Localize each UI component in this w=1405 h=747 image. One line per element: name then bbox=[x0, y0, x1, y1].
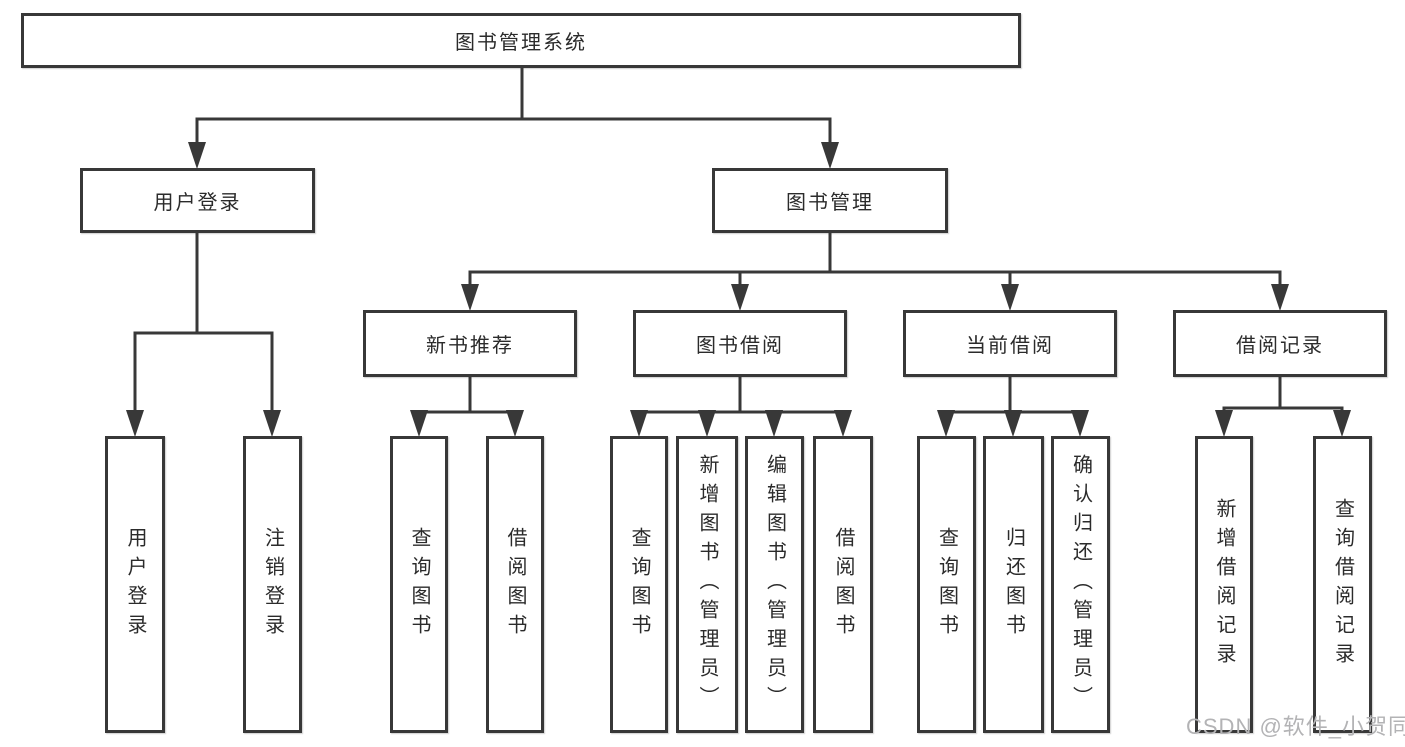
node-borrow-records: 借阅记录 bbox=[1173, 310, 1387, 377]
leaf-borrow-book-2-label: 借阅图书 bbox=[832, 526, 854, 643]
leaf-borrow-book-1-label: 借阅图书 bbox=[504, 526, 526, 643]
node-book-mgmt: 图书管理 bbox=[712, 168, 948, 233]
leaf-edit-book-label: 编辑图书（管理员） bbox=[763, 454, 786, 715]
leaf-borrow-book-1: 借阅图书 bbox=[486, 436, 544, 733]
node-new-book-rec-label: 新书推荐 bbox=[426, 335, 514, 357]
leaf-query-record-label: 查询借阅记录 bbox=[1331, 497, 1354, 672]
leaf-user-login-label: 用户登录 bbox=[124, 526, 146, 643]
watermark: CSDN @软件_小贺同学 bbox=[1186, 714, 1405, 739]
node-current-borrow-label: 当前借阅 bbox=[966, 335, 1054, 357]
node-new-book-rec: 新书推荐 bbox=[363, 310, 577, 377]
leaf-query-record: 查询借阅记录 bbox=[1313, 436, 1372, 733]
node-borrow-records-label: 借阅记录 bbox=[1236, 335, 1324, 357]
leaf-return-book-label: 归还图书 bbox=[1002, 526, 1025, 643]
leaf-add-record-label: 新增借阅记录 bbox=[1213, 497, 1235, 672]
node-root-label: 图书管理系统 bbox=[455, 32, 587, 54]
leaf-add-book: 新增图书（管理员） bbox=[676, 436, 738, 733]
leaf-return-book: 归还图书 bbox=[983, 436, 1044, 733]
leaf-query-book-1: 查询图书 bbox=[390, 436, 448, 733]
leaf-query-book-3: 查询图书 bbox=[917, 436, 976, 733]
node-book-mgmt-label: 图书管理 bbox=[786, 192, 874, 214]
leaf-add-book-label: 新增图书（管理员） bbox=[696, 454, 718, 715]
leaf-add-record: 新增借阅记录 bbox=[1195, 436, 1253, 733]
leaf-confirm-return: 确认归还（管理员） bbox=[1051, 436, 1110, 733]
leaf-query-book-1-label: 查询图书 bbox=[408, 526, 430, 643]
leaf-query-book-3-label: 查询图书 bbox=[935, 526, 958, 643]
leaf-confirm-return-label: 确认归还（管理员） bbox=[1069, 454, 1092, 715]
leaf-query-book-2: 查询图书 bbox=[610, 436, 668, 733]
leaf-query-book-2-label: 查询图书 bbox=[628, 526, 650, 643]
node-book-borrow: 图书借阅 bbox=[633, 310, 847, 377]
leaf-logout-label: 注销登录 bbox=[261, 526, 284, 643]
node-user-login: 用户登录 bbox=[80, 168, 315, 233]
leaf-user-login: 用户登录 bbox=[105, 436, 165, 733]
leaf-edit-book: 编辑图书（管理员） bbox=[745, 436, 804, 733]
node-book-borrow-label: 图书借阅 bbox=[696, 335, 784, 357]
leaf-borrow-book-2: 借阅图书 bbox=[813, 436, 873, 733]
node-current-borrow: 当前借阅 bbox=[903, 310, 1117, 377]
node-user-login-label: 用户登录 bbox=[153, 192, 242, 214]
node-root: 图书管理系统 bbox=[21, 13, 1021, 68]
leaf-logout: 注销登录 bbox=[243, 436, 302, 733]
